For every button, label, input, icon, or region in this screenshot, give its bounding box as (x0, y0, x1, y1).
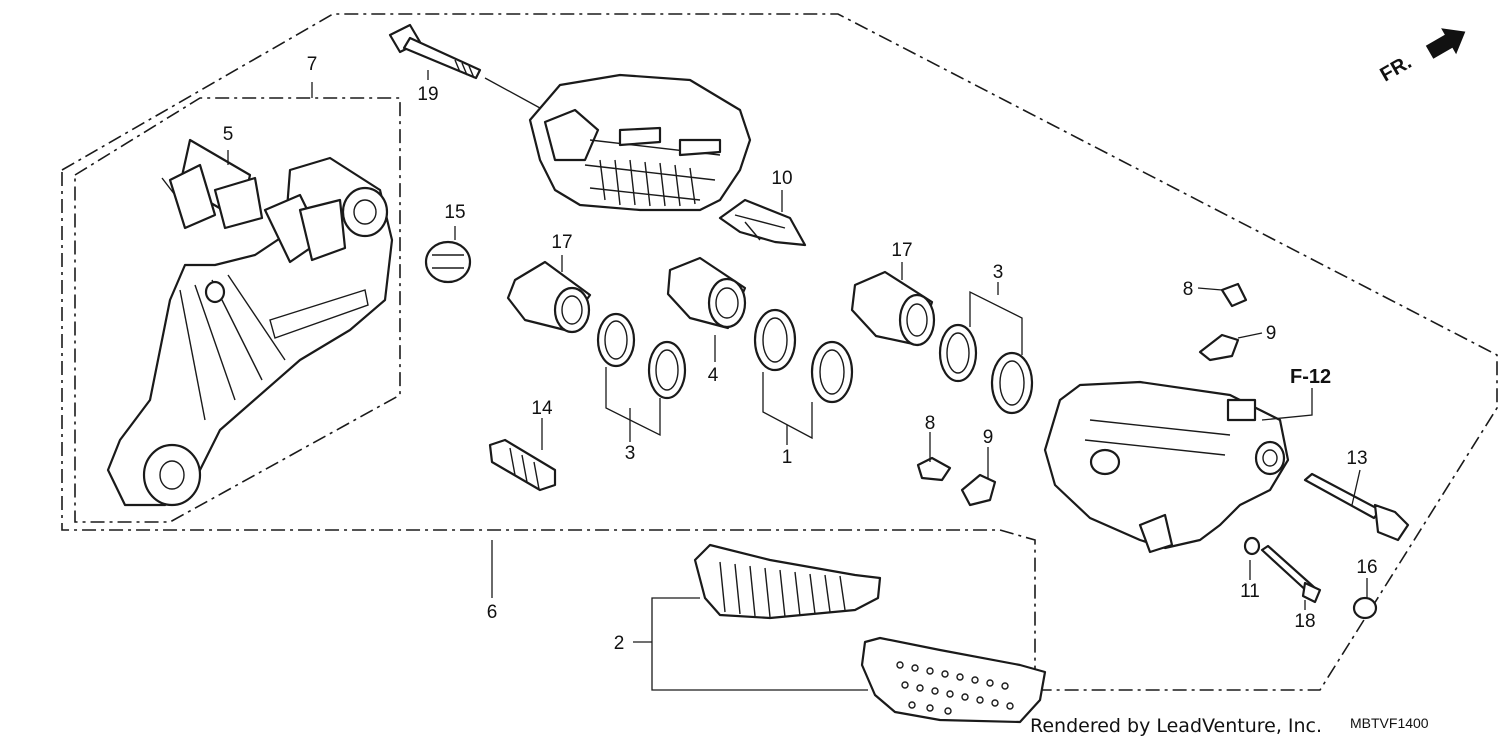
credit-text: Rendered by LeadVenture, Inc. (1030, 715, 1322, 737)
callout-17-left: 17 (551, 232, 572, 253)
pad-spring-part[interactable] (161, 138, 264, 230)
piston-seal-set-right[interactable] (938, 323, 1034, 415)
piston-part-large[interactable] (666, 256, 747, 330)
bleeder-screw-part-lower[interactable] (916, 456, 952, 482)
front-direction-label: FR. (1377, 51, 1416, 86)
pin-bolt-part[interactable] (1303, 472, 1410, 542)
callout-15: 15 (444, 202, 465, 223)
callout-1: 1 (782, 447, 793, 468)
pad-retainer-part[interactable] (718, 198, 807, 247)
callout-9-lower: 9 (983, 427, 994, 448)
callout-18: 18 (1294, 611, 1315, 632)
piston-seal-set-center[interactable] (753, 308, 854, 404)
washer-part[interactable] (1243, 536, 1261, 556)
bleeder-cap-part-upper[interactable] (1198, 333, 1240, 362)
callout-2: 2 (614, 633, 625, 654)
callout-14: 14 (531, 398, 553, 419)
caliper-body-upper-part[interactable] (528, 73, 752, 212)
piston-part[interactable] (506, 260, 592, 334)
callout-9-upper: 9 (1266, 323, 1277, 344)
plug-part[interactable] (1352, 596, 1378, 620)
callout-7: 7 (307, 54, 318, 75)
slide-pin-part[interactable] (488, 438, 557, 492)
callout-8-upper: 8 (1183, 279, 1194, 300)
callout-19: 19 (417, 84, 438, 105)
callout-5: 5 (223, 124, 234, 145)
callout-16: 16 (1356, 557, 1377, 578)
callout-13: 13 (1346, 448, 1367, 469)
brake-pad-upper-part[interactable] (693, 543, 882, 620)
piston-part-right[interactable] (850, 270, 936, 347)
bleeder-cap-part-lower[interactable] (960, 473, 997, 507)
piston-seal-set-left[interactable] (596, 312, 687, 400)
callout-4: 4 (708, 365, 719, 386)
assembly-boundary (61, 13, 1498, 691)
caliper-pin-bolt-part[interactable] (388, 23, 482, 80)
leader-lines (227, 70, 1368, 691)
callout-6: 6 (487, 602, 498, 623)
caliper-body-lower-part[interactable] (1043, 380, 1290, 554)
callout-11: 11 (1240, 581, 1260, 602)
callout-3-left: 3 (625, 443, 636, 464)
bleeder-cap-part[interactable] (424, 240, 472, 284)
bleeder-screw-part-upper[interactable] (1220, 282, 1248, 308)
bracket-subassembly-boundary (74, 97, 401, 523)
reference-label[interactable]: F-12 (1290, 366, 1331, 388)
callout-17-right: 17 (891, 240, 912, 261)
pad-pin-part[interactable] (1260, 544, 1322, 604)
front-arrow-icon (1425, 28, 1466, 59)
callout-10: 10 (771, 168, 792, 189)
brake-pad-lower-part[interactable] (860, 636, 1047, 724)
callout-8-lower: 8 (925, 413, 936, 434)
diagram-code: MBTVF1400 (1350, 715, 1429, 731)
callout-3-right: 3 (993, 262, 1004, 283)
caliper-bracket-part[interactable] (106, 156, 394, 507)
